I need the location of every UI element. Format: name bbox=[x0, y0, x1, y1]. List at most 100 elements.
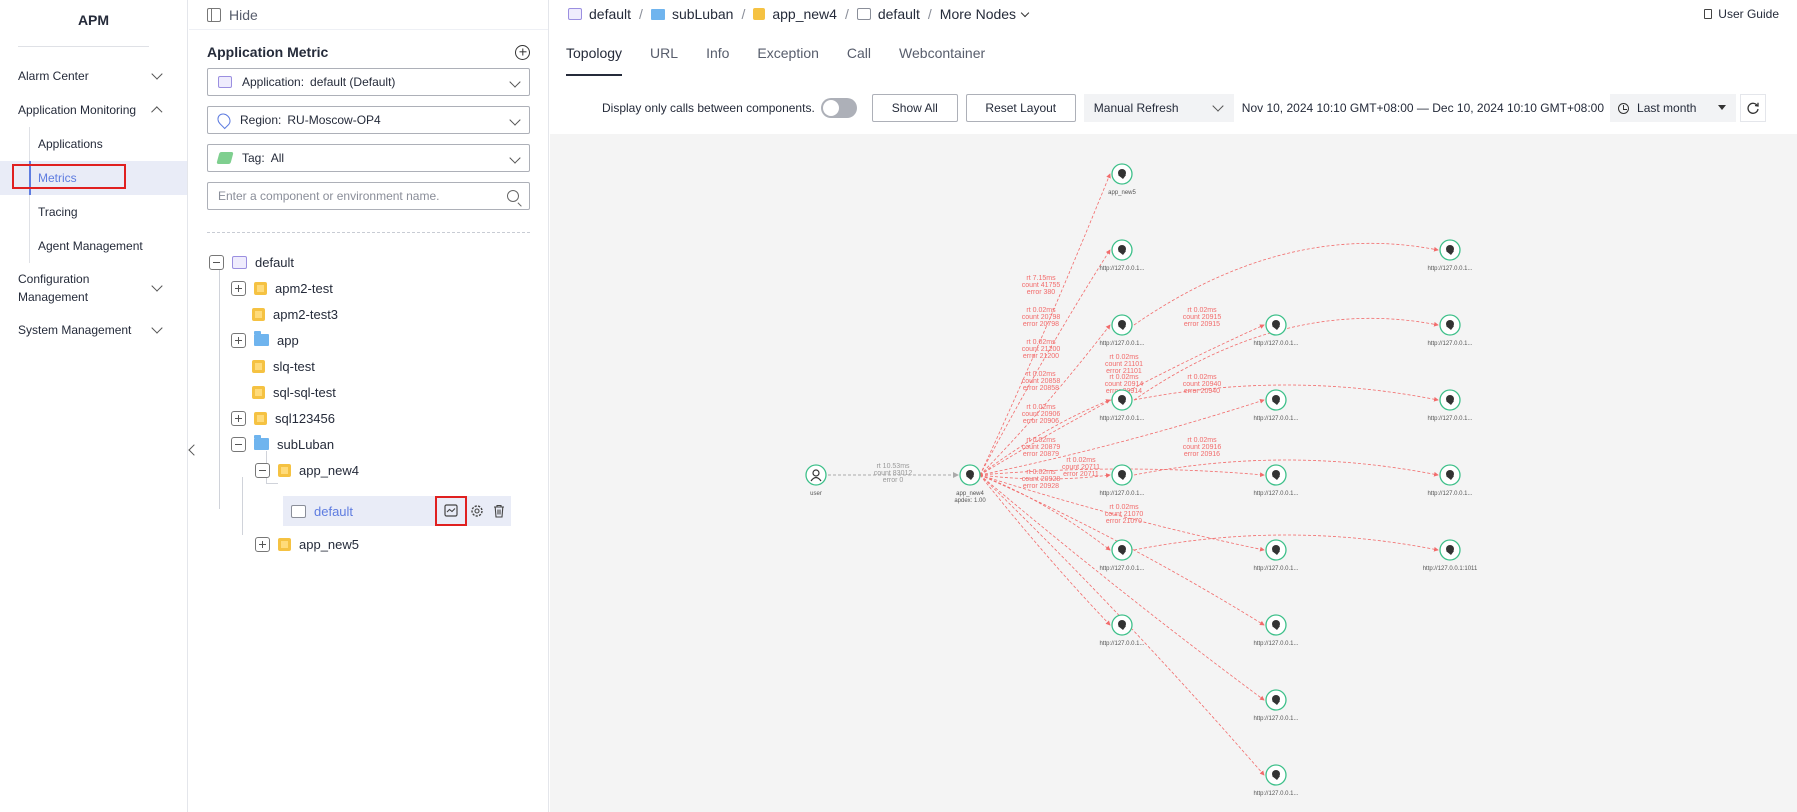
tree-node-default[interactable]: default bbox=[209, 249, 294, 275]
service-node-glyph bbox=[1446, 551, 1454, 555]
edge-label: error 20915 bbox=[1184, 321, 1220, 328]
component-cube-icon bbox=[254, 411, 267, 425]
nav-sub-applications[interactable]: Applications bbox=[0, 127, 187, 161]
service-node-glyph bbox=[1272, 551, 1280, 555]
nav-application-monitoring[interactable]: Application Monitoring bbox=[0, 93, 187, 127]
tab-call[interactable]: Call bbox=[846, 45, 872, 61]
node-label: http://127.0.0.1... bbox=[1253, 491, 1298, 497]
refresh-button[interactable] bbox=[1740, 94, 1767, 122]
breadcrumb-separator: / bbox=[639, 6, 643, 22]
breadcrumb-item[interactable]: default bbox=[877, 6, 920, 22]
tree-node-app-new5[interactable]: app_new5 bbox=[255, 531, 359, 557]
metrics-chart-icon[interactable] bbox=[444, 504, 458, 518]
collapse-toggle-icon[interactable] bbox=[255, 462, 270, 478]
tree-node-slq-test[interactable]: slq-test bbox=[252, 353, 315, 379]
tree-node-subluban[interactable]: subLuban bbox=[231, 431, 334, 457]
nav-sub-tracing[interactable]: Tracing bbox=[0, 195, 187, 229]
add-circle-icon[interactable] bbox=[515, 44, 530, 60]
gear-icon[interactable] bbox=[470, 504, 484, 518]
topology-toolbar: Display only calls between components. S… bbox=[602, 94, 1767, 122]
expand-toggle-icon[interactable] bbox=[231, 280, 246, 296]
period-select[interactable]: Last month bbox=[1610, 94, 1737, 122]
more-nodes-dropdown[interactable]: More Nodes bbox=[939, 6, 1017, 22]
component-search[interactable] bbox=[207, 182, 530, 210]
user-icon bbox=[812, 469, 820, 477]
tree-node-label: app bbox=[277, 332, 299, 348]
node-label: http://127.0.0.1... bbox=[1253, 716, 1298, 722]
nav-configuration-management[interactable]: Configuration Management bbox=[0, 263, 187, 313]
collapse-toggle-icon[interactable] bbox=[231, 436, 246, 452]
service-node-glyph bbox=[1446, 251, 1454, 255]
component-cube-icon bbox=[252, 385, 265, 399]
tree-node-app-new4[interactable]: app_new4 bbox=[255, 457, 359, 483]
refresh-mode-value: Manual Refresh bbox=[1093, 101, 1179, 115]
folder-icon bbox=[254, 331, 269, 346]
component-cube-icon bbox=[278, 463, 291, 477]
node-label: http://127.0.0.1... bbox=[1427, 266, 1472, 272]
nav-sub-agent-management[interactable]: Agent Management bbox=[0, 229, 187, 263]
edge-label: error 20916 bbox=[1184, 451, 1220, 458]
time-range[interactable]: Nov 10, 2024 10:10 GMT+08:00 — Dec 10, 2… bbox=[1241, 101, 1605, 115]
tab-webcontainer[interactable]: Webcontainer bbox=[899, 45, 986, 61]
breadcrumb: default / subLuban / app_new4 / default … bbox=[568, 0, 1030, 28]
topology-edge bbox=[979, 474, 1111, 626]
tree-node-sql123456[interactable]: sql123456 bbox=[231, 405, 335, 431]
panel-title: Application Metric bbox=[207, 44, 329, 60]
tree-line bbox=[266, 483, 278, 484]
selected-row-background bbox=[283, 496, 511, 526]
expand-toggle-icon[interactable] bbox=[231, 332, 246, 348]
trash-icon[interactable] bbox=[492, 504, 506, 518]
nav-system-management[interactable]: System Management bbox=[0, 313, 187, 347]
breadcrumb-item[interactable]: default bbox=[589, 6, 632, 22]
hide-label: Hide bbox=[229, 6, 258, 23]
node-label: user bbox=[810, 491, 822, 497]
components-only-toggle[interactable] bbox=[820, 98, 857, 118]
chevron-down-icon bbox=[1212, 100, 1224, 112]
nav-alarm-center[interactable]: Alarm Center bbox=[0, 59, 187, 93]
edge-label: error 380 bbox=[1027, 289, 1056, 296]
reset-layout-button[interactable]: Reset Layout bbox=[965, 94, 1076, 122]
edge-label: count 83012 bbox=[874, 470, 913, 477]
breadcrumb-item[interactable]: app_new4 bbox=[772, 6, 837, 22]
search-icon[interactable] bbox=[507, 190, 519, 202]
tree-line bbox=[219, 269, 220, 509]
tab-url[interactable]: URL bbox=[650, 45, 679, 61]
application-select[interactable]: Application: default (Default) bbox=[207, 68, 530, 96]
edge-label: error 20940 bbox=[1184, 388, 1220, 395]
node-label: http://127.0.0.1... bbox=[1253, 791, 1298, 797]
show-all-button[interactable]: Show All bbox=[871, 94, 958, 122]
nav-sub-label: Applications bbox=[38, 137, 103, 151]
node-label: http://127.0.0.1... bbox=[1099, 266, 1144, 272]
tree-node-apm2-test3[interactable]: apm2-test3 bbox=[252, 301, 338, 327]
search-input[interactable] bbox=[218, 189, 498, 203]
tree-node-apm2-test[interactable]: apm2-test bbox=[231, 275, 333, 301]
chevron-down-icon[interactable] bbox=[1020, 8, 1030, 17]
tree-node-env-default[interactable]: default bbox=[291, 498, 353, 524]
chevron-down-icon bbox=[151, 280, 163, 292]
hide-panel-button[interactable]: Hide bbox=[189, 0, 548, 30]
region-select[interactable]: Region: RU-Moscow-OP4 bbox=[207, 106, 530, 134]
service-node-glyph bbox=[1272, 776, 1280, 780]
user-guide-link[interactable]: User Guide bbox=[1704, 7, 1779, 21]
expand-toggle-icon[interactable] bbox=[231, 410, 246, 426]
service-node-glyph bbox=[1272, 701, 1280, 705]
tab-exception[interactable]: Exception bbox=[757, 45, 819, 61]
breadcrumb-item[interactable]: subLuban bbox=[671, 6, 734, 22]
nav-sub-metrics[interactable]: Metrics bbox=[0, 161, 187, 195]
tree-node-app[interactable]: app bbox=[231, 327, 299, 353]
topology-edge bbox=[979, 173, 1111, 476]
expand-toggle-icon[interactable] bbox=[255, 536, 270, 552]
tag-select[interactable]: Tag: All bbox=[207, 144, 530, 172]
topology-edge bbox=[1133, 534, 1439, 552]
tab-info[interactable]: Info bbox=[706, 45, 730, 61]
edge-label: count 20858 bbox=[1022, 378, 1061, 385]
main-content: default / subLuban / app_new4 / default … bbox=[550, 0, 1797, 812]
tab-topology[interactable]: Topology bbox=[566, 42, 623, 76]
collapse-toggle-icon[interactable] bbox=[209, 254, 224, 270]
location-pin-icon bbox=[214, 110, 234, 130]
chevron-down-icon bbox=[509, 152, 521, 164]
tree-node-sql-sql-test[interactable]: sql-sql-test bbox=[252, 379, 336, 405]
refresh-mode-select[interactable]: Manual Refresh bbox=[1083, 94, 1234, 122]
